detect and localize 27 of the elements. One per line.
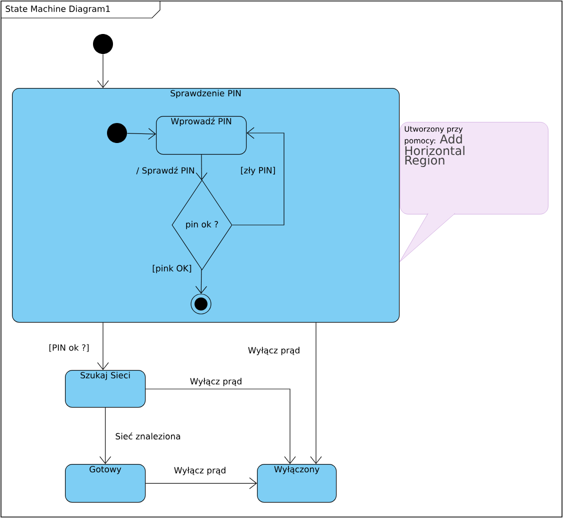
state-box: Wyłączony <box>257 464 337 503</box>
arrow <box>196 154 208 180</box>
frame-title: State Machine Diagram1 <box>6 5 110 14</box>
callout-tail <box>399 213 456 262</box>
state-box: Gotowy <box>65 464 146 503</box>
edge-label: Sieć znaleziona <box>116 432 180 440</box>
edge-label: Wyłącz prąd <box>190 378 242 386</box>
arrow <box>100 407 112 464</box>
initial-state <box>107 123 127 143</box>
arrow <box>232 127 284 226</box>
arrow <box>97 322 109 370</box>
edge-label: [PIN ok ?] <box>49 344 89 352</box>
arrow <box>310 322 322 464</box>
edge-label: Wyłącz prąd <box>174 466 226 476</box>
arrow <box>97 54 109 88</box>
arrow <box>126 128 156 140</box>
arrow <box>145 478 257 490</box>
edge-label: Wyłącz prąd <box>248 346 300 356</box>
arrow <box>145 388 296 464</box>
final-state <box>190 294 212 314</box>
edge-label: / Sprawdź PIN <box>136 166 194 176</box>
arrow <box>195 269 208 294</box>
state-box: Szukaj Sieci <box>65 370 146 408</box>
initial-state <box>93 34 113 54</box>
edge-label: [pink OK] <box>152 264 192 274</box>
state-box: Wprowadź PIN <box>156 116 247 155</box>
edge-label: [zły PIN] <box>241 166 275 176</box>
